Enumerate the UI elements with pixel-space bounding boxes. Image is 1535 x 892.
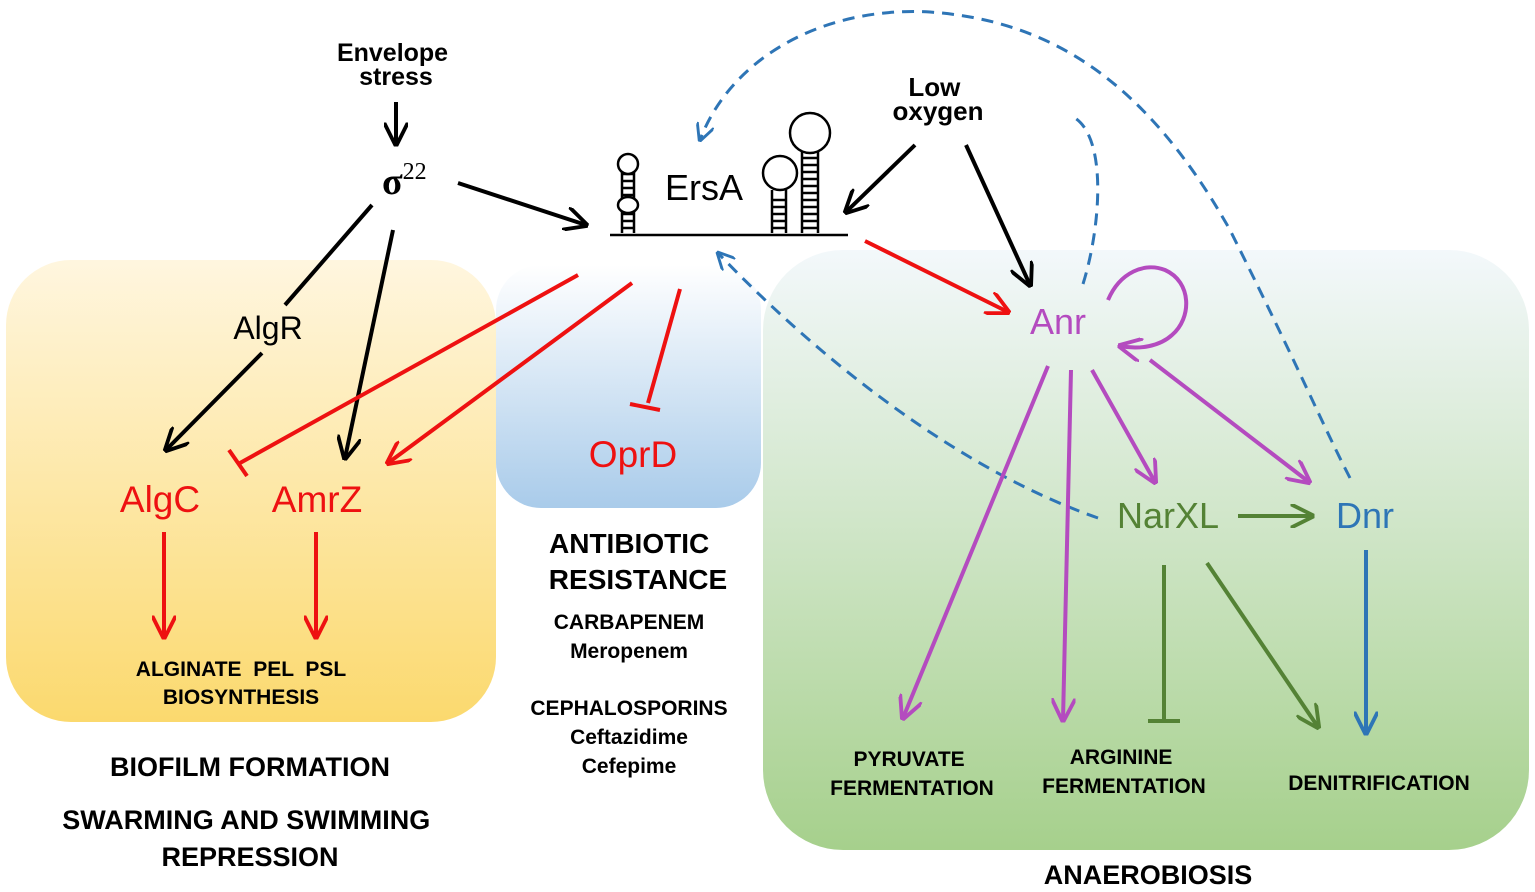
sigma-to-ersa-arrow [457,181,586,225]
antibiotic-resistance-title: ANTIBIOTIC RESISTANCE [549,528,727,595]
dnr-to-ersa-dashed-arrow [700,10,1352,479]
anaerobiosis-panel [763,250,1529,850]
cefepime-label: Cefepime [582,755,677,778]
anr-label: Anr [1030,301,1086,342]
sigma22-label: σ22 [382,159,427,203]
swarming-swimming-repression-label: SWARMING AND SWIMMING REPRESSION [62,805,437,872]
anr-to-pyruvate-arrow [903,365,1050,718]
narxl-to-denitrification-arrow [1205,561,1318,727]
resistance-panel [496,265,761,508]
dnr-label: Dnr [1336,495,1394,536]
ceftazidime-label: Ceftazidime [570,726,688,749]
low-oxygen-to-anr-arrow [964,144,1030,285]
algc-inhibition-bar [227,448,249,478]
pyruvate-fermentation-label: PYRUVATE FERMENTATION [830,748,994,800]
anr-to-dnr-arrow [1148,358,1309,482]
low-oxygen-to-ersa-arrow [846,143,917,212]
biofilm-formation-label: BIOFILM FORMATION [110,752,390,782]
ersa-inhibits-algc [239,273,579,465]
denitrification-label: DENITRIFICATION [1288,772,1470,795]
envelope-stress-label: Envelope stress [337,39,455,91]
low-oxygen-label: Low oxygen [892,72,983,126]
anr-to-narxl-arrow [1090,369,1155,482]
anr-to-arginine-arrow [1063,369,1071,720]
anaerobiosis-title: ANAEROBIOSIS [1044,860,1253,890]
sigma-to-amrz-arrow [345,229,395,458]
biofilm-panel [6,260,496,722]
anr-autoregulation-loop [1106,265,1189,347]
meropenem-label: Meropenem [570,640,688,663]
arginine-fermentation-label: ARGININE FERMENTATION [1042,746,1206,798]
ersa-label: ErsA [665,167,743,208]
algr-to-algc-arrow [166,351,264,450]
narxl-label: NarXL [1117,495,1219,536]
sigma-to-algr-line [283,203,374,307]
oprd-label: OprD [589,434,677,475]
biosynthesis-label: BIOSYNTHESIS [163,686,319,709]
alginate-pel-psl-label: ALGINATE PEL PSL [136,658,347,681]
ersa-to-anr-arrow [864,239,1008,312]
carbapenem-label: CARBAPENEM [554,611,705,634]
algr-label: AlgR [233,310,302,346]
algc-label: AlgC [120,479,200,520]
cephalosporins-label: CEPHALOSPORINS [530,697,727,720]
anr-dashed-link [1074,116,1100,285]
oprd-inhibition-bar [629,402,661,412]
ersa-rna-structure [610,111,848,237]
narxl-to-ersa-dashed-arrow [718,253,1099,520]
ersa-to-amrz-arrow [388,281,634,463]
amrz-label: AmrZ [272,479,362,520]
ersa-inhibits-oprd [646,288,682,404]
